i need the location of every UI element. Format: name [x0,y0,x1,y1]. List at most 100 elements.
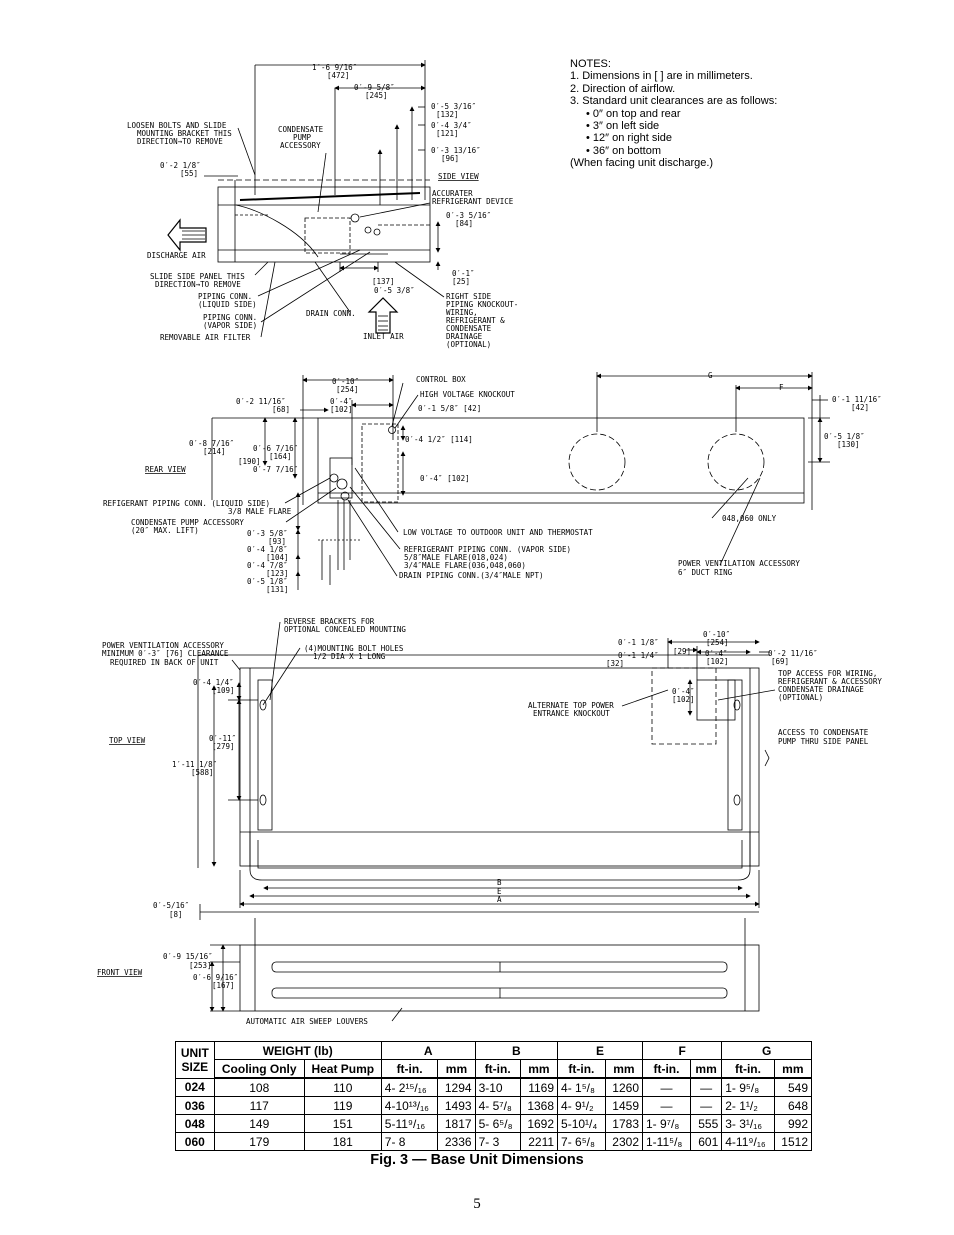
rear-view-drawing [211,372,830,590]
unit-size-cell: 048 [175,1114,215,1133]
access-label-1: TOP ACCESS FOR WIRING, [778,669,877,678]
heatpump-weight-cell: 151 [303,1114,382,1133]
table-row: 048 149 151 5-11⁹/₁₆ 1817 5- 6⁵/₈ 1692 5… [175,1114,813,1133]
e-ftin-cell: 7- 6⁵/₈ [557,1132,606,1151]
top-dim-g: 0′-4″ [705,649,728,658]
size-header: SIZE [181,1059,209,1074]
ftin-header: ft-in. [642,1059,691,1079]
a-ftin-cell: 7- 8 [380,1132,439,1151]
side-dim-8-mm: [25] [452,277,470,286]
rear-dim-e: 0′-4 1/2″ [114] [405,435,473,444]
rear-dim-j-mm: [93] [268,537,286,546]
hv-knockout-label: HIGH VOLTAGE KNOCKOUT [420,390,515,399]
side-view-title: SIDE VIEW [438,172,479,181]
vapor-label-1: PIPING CONN. [203,313,257,322]
note-item: 2. Direction of airflow. [570,82,676,95]
figure-caption: Fig. 3 — Base Unit Dimensions [370,1152,584,1168]
top-dim-h: 0′-2 11/16″ [768,649,818,658]
rear-dim-n: 0′-1 11/16″ [832,395,882,404]
rear-view-title: REAR VIEW [145,465,186,474]
side-dim-5-mm: [96] [441,154,459,163]
clearance-item: • 3″ on left side [586,120,660,133]
e-header: E [557,1041,643,1060]
top-dim-f-mm: [32] [606,659,624,668]
rear-dim-g-mm: [164] [269,452,292,461]
reverse-label-1: REVERSE BRACKETS FOR [284,617,375,626]
top-view-drawing [197,621,776,908]
discharge-air-label: DISCHARGE AIR [147,251,206,260]
dimension-drawing: 1′-6 9/16″ [472] 0′-9 5/8″ [245] 0′-5 3/… [97,60,882,1026]
front-view-title: FRONT VIEW [97,968,143,977]
right-side-label-6: DRAINAGE [446,332,483,341]
rear-dim-f-mm: [214] [203,447,226,456]
mm-header: mm [689,1059,723,1079]
rear-dim-g: 0′-6 7/16″ [253,444,298,453]
e-mm-cell: 1459 [604,1096,644,1115]
rear-vapor-label-1: REFRIGERANT PIPING CONN. (VAPOR SIDE) [404,545,571,554]
notes-block: NOTES: 1. Dimensions in [ ] are in milli… [570,58,777,170]
unit-size-header: UNIT SIZE [175,1041,215,1079]
f-mm-cell: 555 [689,1114,723,1133]
e-mm-cell: 2302 [604,1132,644,1151]
control-box-label: CONTROL BOX [416,375,466,384]
unit-size-cell: 024 [175,1077,215,1097]
b-ftin-cell: 7- 3 [474,1132,521,1151]
heatpump-header: Heat Pump [303,1059,382,1079]
rear-dim-b: 0′-4″ [330,397,353,406]
right-side-label-1: RIGHT SIDE [446,292,492,301]
top-dim-e-mm: [29] [673,647,691,656]
g-mm-cell: 549 [773,1077,813,1097]
pump-access-label-2: PUMP THRU SIDE PANEL [778,737,869,746]
rear-dim-n-mm: [42] [851,403,869,412]
liquid-label-2: (LIQUID SIDE) [198,300,257,309]
side-dim-3: 0′-5 3/16″ [431,102,476,111]
g-header: G [721,1041,812,1060]
cooling-weight-cell: 179 [213,1132,305,1151]
e-ftin-cell: 4- 1⁵/₈ [557,1077,606,1097]
rear-dim-a: 0′-10″ [332,377,359,386]
top-dim-d: 0′-10″ [703,630,730,639]
liquid-label-1: PIPING CONN. [198,292,252,301]
top-dim-c-mm: [588] [191,768,214,777]
loosen-label-3: DIRECTION→TO REMOVE [137,137,223,146]
top-view-title: TOP VIEW [109,736,146,745]
b-ftin-cell: 4- 5⁷/₈ [474,1096,521,1115]
table-row: 036 117 119 4-10¹³/₁₆ 1493 4- 5⁷/₈ 1368 … [175,1096,813,1115]
alternate-label-2: ENTRANCE KNOCKOUT [533,709,610,718]
rear-drain-label: DRAIN PIPING CONN.(3/4″MALE NPT) [399,571,544,580]
pva-label-2: MINIMUM 0′-3″ [76] CLEARANCE [102,649,229,658]
inlet-air-label: INLET AIR [363,332,404,341]
pump-label-2: PUMP [293,133,312,142]
accurater-label-1: ACCURATER [432,189,473,198]
vapor-label-2: (VAPOR SIDE) [203,321,257,330]
b-ftin-cell: 3-10 [474,1077,521,1097]
front-view-drawing [199,904,760,1022]
rear-vapor-label-2: 5/8″MALE FLARE(018,024) [404,553,508,562]
rear-dim-i: 0′-4″ [102] [420,474,470,483]
f-mm-cell: 601 [689,1132,723,1151]
front-dim-a: 0′-5/16″ [153,901,189,910]
top-dim-c: 1′-11 1/8″ [172,760,217,769]
front-dim-b-mm: [253] [189,961,212,970]
drain-label: DRAIN CONN. [306,309,356,318]
f-ftin-cell: 1- 9⁷/₈ [642,1114,691,1133]
unit-header: UNIT [180,1045,209,1060]
top-dim-g-mm: [102] [706,657,729,666]
rear-liquid-label-2: 3/8 MALE FLARE [228,507,292,516]
top-dim-label-a: A [497,895,502,904]
unit-size-cell: 036 [175,1096,215,1115]
right-side-label-7: (OPTIONAL) [446,340,491,349]
f-header: F [641,1041,723,1060]
g-mm-cell: 648 [773,1096,813,1115]
a-ftin-cell: 5-11⁹/₁₆ [380,1114,439,1133]
a-mm-cell: 2336 [437,1132,476,1151]
f-ftin-cell: — [642,1077,691,1097]
heatpump-weight-cell: 119 [303,1096,382,1115]
a-header: A [380,1041,476,1060]
ring-label-2: 6″ DUCT RING [678,568,733,577]
right-side-label-2: PIPING KNOCKOUT- [446,300,518,309]
heatpump-weight-cell: 181 [303,1132,382,1151]
slide-label-1: SLIDE SIDE PANEL THIS [150,272,245,281]
f-ftin-cell: 1-11⁵/₈ [642,1132,691,1151]
top-dim-f: 0′-1 1/4″ [618,651,659,660]
